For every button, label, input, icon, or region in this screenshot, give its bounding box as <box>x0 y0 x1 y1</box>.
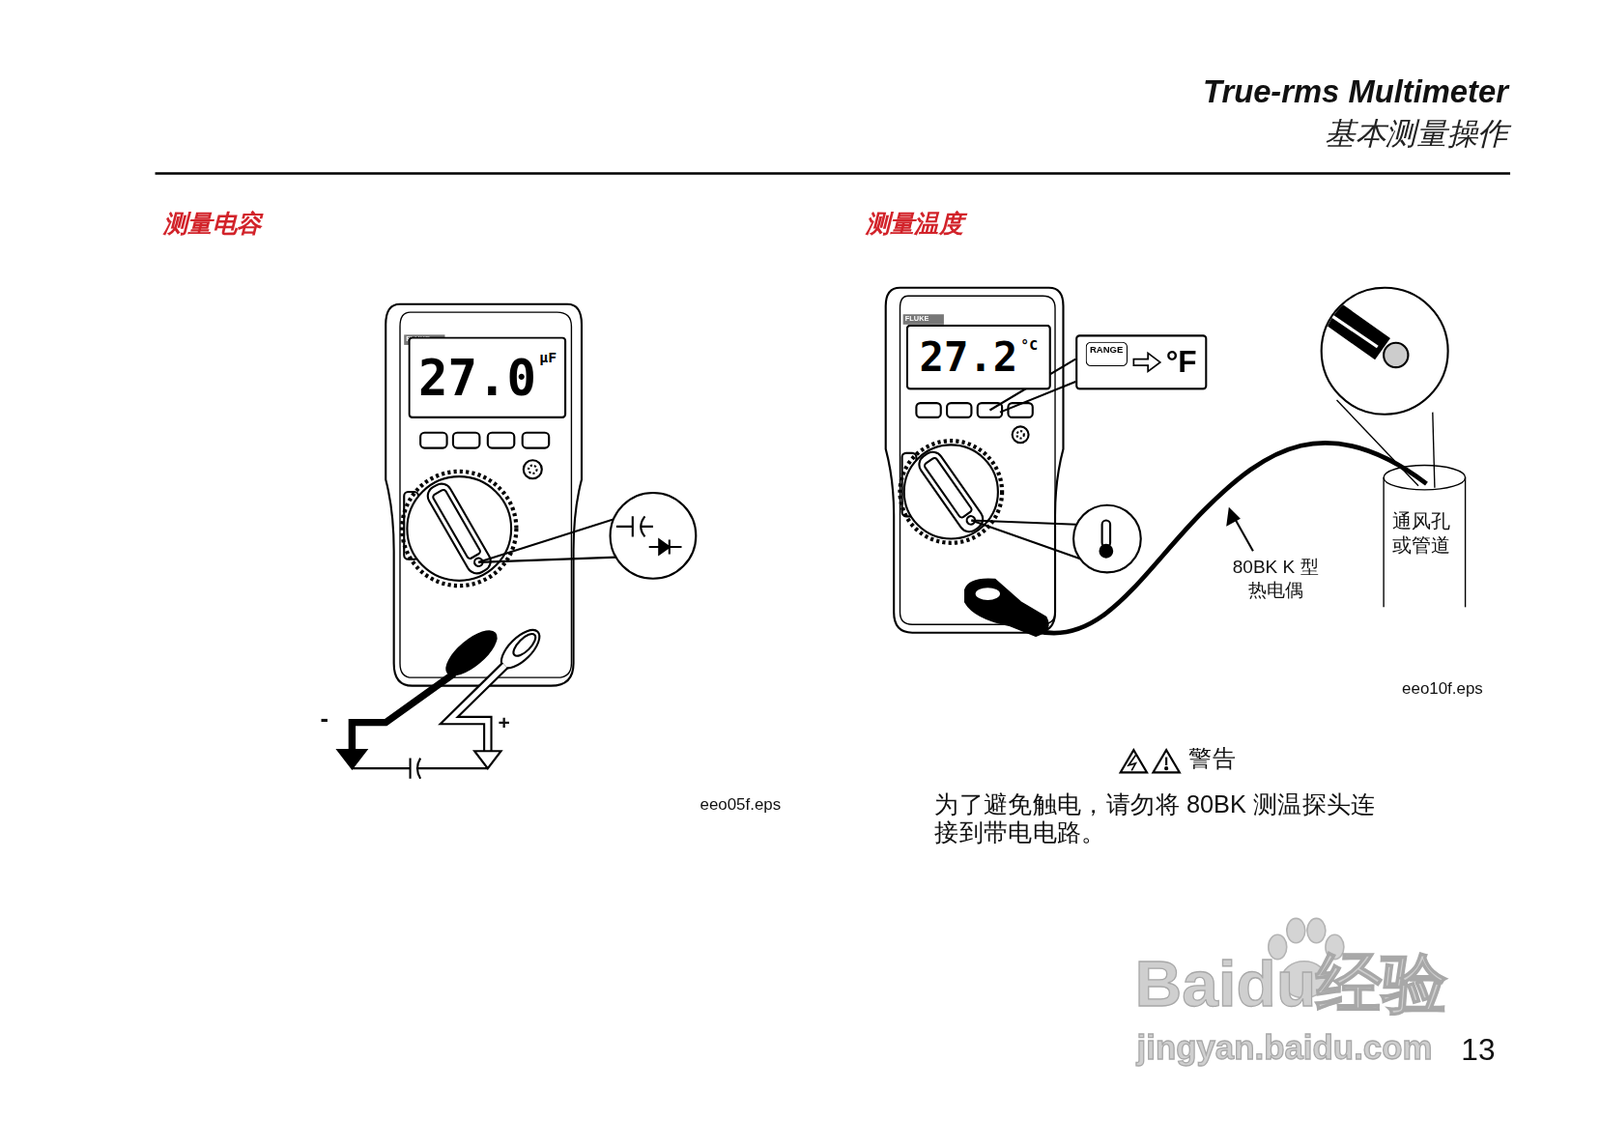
temperature-meter-part <box>1464 477 1466 607</box>
lcd-display: 27.0μF <box>407 336 567 418</box>
display-unit: μF <box>539 348 557 366</box>
lcd-display: 27.2°C <box>906 324 1052 391</box>
temperature-meter-part-part <box>1315 302 1383 350</box>
page-number: 13 <box>1460 1032 1495 1068</box>
brand-logo: FLUKE <box>905 314 930 322</box>
temperature-meter-part <box>899 440 1002 543</box>
capacitance-meter-part <box>385 304 582 686</box>
capacitance-meter-part <box>616 515 654 537</box>
capacitance-meter-part <box>510 629 540 659</box>
unit-symbol: °F <box>1166 344 1198 380</box>
capacitance-meter-part <box>449 665 506 752</box>
temperature-meter-part <box>975 587 1000 600</box>
warning-symbols-part <box>1120 749 1147 772</box>
temperature-meter-part <box>1315 302 1408 369</box>
polarity-sign: + <box>497 711 510 735</box>
temperature-meter-part <box>1099 544 1113 558</box>
temperature-meter-part <box>1234 517 1254 551</box>
section-heading: 测量温度 <box>865 208 964 237</box>
figure-file-name: eeo10f.eps <box>1401 679 1484 698</box>
warning-text: 为了避免触电，请勿将 80BK 测温探头连接到带电电路。 <box>934 789 1394 846</box>
temperature-meter-part <box>965 579 1049 636</box>
polarity-sign: - <box>320 704 329 733</box>
capacitance-meter-part <box>487 432 515 449</box>
capacitance-meter-part <box>449 665 506 752</box>
capacitance-meter-part <box>420 432 447 449</box>
temperature-meter-part <box>1432 412 1435 488</box>
warning-symbols-part <box>1165 757 1168 766</box>
temperature-meter <box>885 287 1466 636</box>
temperature-meter-part <box>1016 430 1024 438</box>
temperature-meter-part-part <box>1383 342 1408 368</box>
temperature-meter-part <box>1321 287 1449 415</box>
temperature-meter-part <box>1073 505 1142 573</box>
part-label: 通风孔 或管道 <box>1392 509 1458 558</box>
temperature-meter-part <box>903 314 944 325</box>
temperature-meter-part <box>1102 520 1111 547</box>
watermark: Baidu经验 <box>1134 946 1447 1023</box>
watermark-paw-part <box>1286 917 1306 943</box>
temperature-meter-part <box>971 520 1082 560</box>
capacitance-meter-part <box>401 471 516 586</box>
capacitance-meter-part <box>406 476 512 581</box>
temperature-meter-part <box>1228 509 1240 525</box>
capacitance-meter-part <box>338 749 368 769</box>
capacitance-meter-part <box>528 465 537 474</box>
warning-title: 警告 <box>1188 744 1236 772</box>
capacitance-meter-part <box>400 312 572 678</box>
part-label: 80BK K 型热电偶 <box>1224 557 1327 602</box>
temperature-meter-part <box>1382 477 1384 607</box>
section-header: 基本测量操作 <box>1324 115 1509 151</box>
warning-symbols-part <box>1165 767 1168 770</box>
temperature-meter-part <box>1035 442 1427 633</box>
warning-symbols-part <box>1152 749 1179 772</box>
watermark-paw-part <box>1307 917 1326 943</box>
capacitance-meter-part <box>351 758 487 779</box>
capacitance-meter-part <box>523 459 543 479</box>
temperature-meter-part-part <box>923 457 973 519</box>
display-reading: 27.0 <box>418 348 537 406</box>
capacitance-meter-part <box>351 673 455 751</box>
warning-symbols-part <box>1128 754 1136 771</box>
range-callout-box: RANGE °F <box>1075 334 1207 390</box>
display-reading: 27.2 <box>918 333 1018 381</box>
capacitance-meter-part <box>474 750 501 769</box>
page-header: True-rms Multimeter <box>1202 73 1509 111</box>
temperature-meter-part <box>899 295 1056 625</box>
temperature-meter-part <box>971 520 1077 525</box>
capacitance-meter-part <box>610 492 697 579</box>
temperature-meter-part <box>1012 426 1029 443</box>
capacitance-meter-part <box>453 432 480 449</box>
temperature-meter-part <box>946 402 972 418</box>
capacitance-meter <box>338 304 697 779</box>
section-heading: 测量电容 <box>163 208 261 237</box>
header-rule <box>155 171 1512 175</box>
range-button: RANGE <box>1085 342 1128 367</box>
warning-symbols <box>1120 749 1180 772</box>
arrow-symbol <box>1131 349 1163 374</box>
capacitance-meter-part <box>478 557 619 563</box>
temperature-meter-part <box>915 402 941 418</box>
temperature-meter-part <box>1007 402 1032 418</box>
temperature-meter-part <box>1383 465 1465 490</box>
figure-file-name: eeo05f.eps <box>699 796 781 815</box>
display-unit: °C <box>1020 336 1038 353</box>
capacitance-meter-part-part <box>431 488 482 560</box>
temperature-meter-part-part <box>1326 312 1378 347</box>
capacitance-meter-part <box>478 517 617 562</box>
arrow-symbol <box>1133 352 1160 372</box>
capacitance-meter-part <box>649 540 683 555</box>
watermark: jingyan.baidu.com <box>1137 1028 1433 1067</box>
capacitance-meter-part <box>522 432 549 449</box>
